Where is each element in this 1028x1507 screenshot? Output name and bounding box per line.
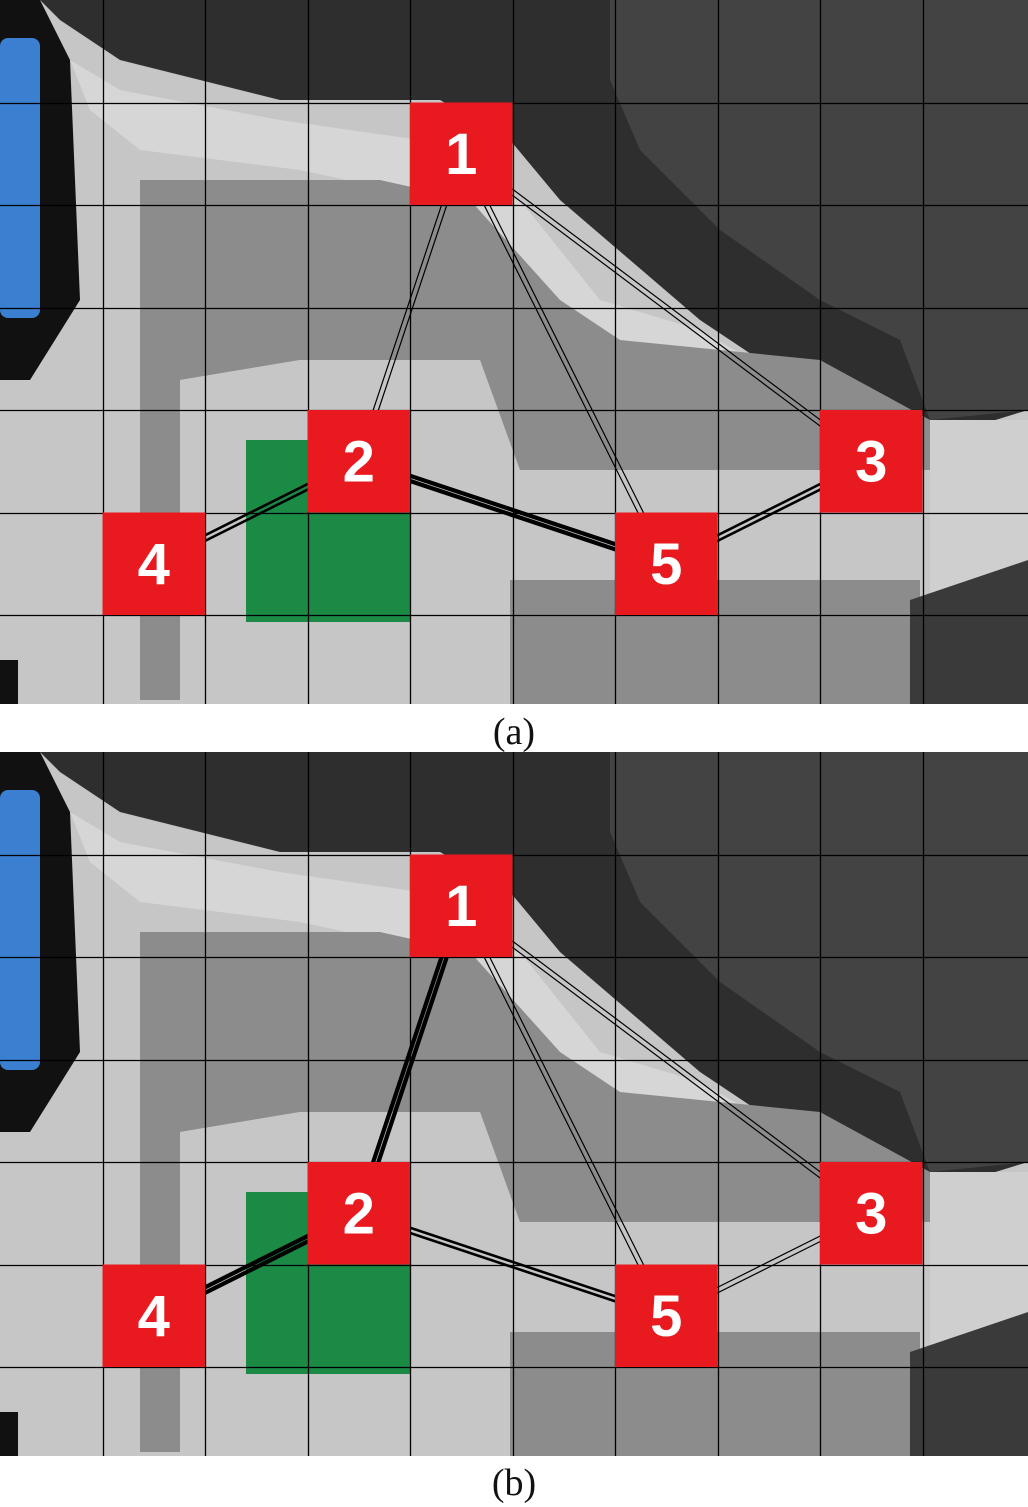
edge-3-to-1: [477, 163, 858, 448]
panel-a: 1 2 3 4 5: [0, 0, 1028, 704]
diagram-svg: 1 2 3 4 5: [0, 752, 1028, 1456]
boundary-band: [70, 812, 820, 1172]
blue-region: [0, 790, 40, 1070]
node-2: 2: [307, 1162, 410, 1265]
node-box: [615, 512, 718, 615]
edge-5-to-2: [376, 461, 649, 558]
edge-2-to-1: [365, 923, 462, 1196]
edge-1-to-2: [360, 171, 454, 443]
node-4: 4: [102, 512, 205, 615]
edge-1-to-3: [475, 167, 855, 452]
node-label: 2: [343, 1181, 375, 1246]
edge-2-to-5: [376, 1220, 648, 1315]
corner-dark: [0, 660, 18, 704]
node-label: 5: [650, 532, 682, 597]
panel-b-caption: (b): [491, 1462, 537, 1504]
lower-right-dark: [910, 560, 1028, 704]
node-5: 5: [615, 1264, 718, 1367]
edge-5-to-2: [377, 1214, 649, 1309]
node-3: 3: [820, 1162, 923, 1265]
corner-dark: [0, 1412, 18, 1456]
node-box: [615, 1264, 718, 1367]
blue-region: [0, 38, 40, 318]
grid: [0, 752, 1028, 1456]
mid-gray-region: [140, 932, 930, 1452]
mid-gray-region: [140, 180, 930, 700]
node-box: [410, 854, 513, 957]
node-label: 1: [445, 122, 477, 187]
edge-1-to-3: [475, 919, 855, 1204]
node-box: [820, 1162, 923, 1265]
diagram-svg: 1 2 3 4 5: [0, 0, 1028, 704]
panel-a-caption: (a): [492, 711, 536, 753]
node-label: 5: [650, 1284, 682, 1349]
edge-5-to-1: [471, 921, 661, 1297]
node-5: 5: [615, 512, 718, 615]
node-label: 4: [138, 532, 170, 597]
node-label: 4: [138, 1284, 170, 1349]
node-box: [307, 1162, 410, 1265]
edge-1-to-5: [467, 172, 656, 548]
lower-right-dark: [910, 1312, 1028, 1456]
node-box: [410, 102, 513, 205]
node-1: 1: [410, 854, 513, 957]
node-box: [307, 410, 410, 513]
edge-2-to-5: [376, 467, 649, 564]
node-label: 2: [343, 429, 375, 494]
edge-1-to-5: [467, 924, 656, 1300]
node-box: [820, 410, 923, 513]
node-label: 1: [445, 874, 477, 939]
edge-2-to-1: [366, 172, 460, 444]
node-box: [102, 1264, 205, 1367]
node-4: 4: [102, 1264, 205, 1367]
boundary-band: [70, 60, 820, 420]
node-box: [102, 512, 205, 615]
node-2: 2: [307, 410, 410, 513]
node-3: 3: [820, 410, 923, 513]
node-label: 3: [855, 1181, 887, 1246]
edge-3-to-1: [477, 915, 858, 1200]
edge-1-to-2: [358, 923, 455, 1196]
node-1: 1: [410, 102, 513, 205]
panel-b: 1 2 3 4 5: [0, 752, 1028, 1456]
edge-5-to-1: [471, 169, 661, 545]
node-label: 3: [855, 429, 887, 494]
